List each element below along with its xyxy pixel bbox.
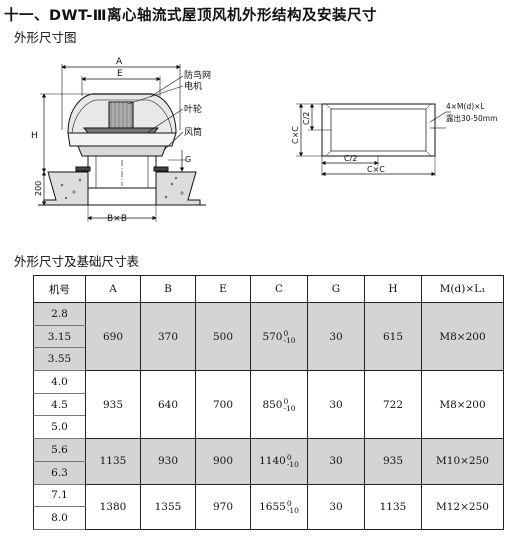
c-tolerance: 0-10 (286, 498, 299, 515)
section-outline-heading: 外形尺寸图 (14, 30, 77, 45)
cell-h: 722 (364, 370, 422, 440)
label-duct: 风筒 (184, 126, 202, 138)
dim-c2-vertical-label: C/2 (302, 112, 311, 125)
tol-lower: -10 (286, 505, 299, 515)
cell-h: 1135 (364, 483, 422, 530)
table-row: 4.5 (33, 392, 504, 417)
dim-c2-horizontal-label: C/2 (344, 154, 357, 163)
table-header-row: 机号 A B E C G H M(d)×L₁ (33, 275, 504, 303)
cell-g: 30 (307, 483, 365, 530)
section-table-heading: 外形尺寸及基础尺寸表 (14, 254, 140, 269)
model-cell: 6.3 (33, 460, 86, 485)
cell-b: 370 (140, 301, 196, 372)
model-cell: 4.0 (33, 370, 86, 394)
cell-b: 1355 (140, 483, 196, 530)
table-row: 6.3 (33, 460, 504, 485)
dimension-table: 机号 A B E C G H M(d)×L₁ 2.8 690 370 500 5… (33, 275, 504, 530)
dim-e-label: E (117, 69, 123, 79)
cell-h: 935 (364, 438, 422, 485)
tol-lower: -10 (283, 335, 296, 345)
cell-ml: M10×250 (421, 438, 504, 485)
header-model: 机号 (33, 275, 86, 303)
dim-g-label: G (185, 155, 191, 164)
model-cell: 5.0 (33, 415, 86, 440)
tol-upper: 0 (286, 498, 292, 508)
dim-cxc-vertical-label: C×C (291, 126, 300, 144)
model-cell: 3.55 (33, 347, 86, 372)
dim-h-label: H (31, 131, 38, 141)
c-value: 1655 (259, 500, 286, 513)
tol-lower: -10 (286, 460, 299, 470)
page-title: 十一、DWT-Ⅲ离心轴流式屋顶风机外形结构及安装尺寸 (4, 8, 378, 24)
cell-b: 930 (140, 438, 196, 485)
dim-cxc-horizontal-label: C×C (367, 165, 385, 174)
label-bird-mesh: 防鸟网 (184, 69, 211, 81)
cell-b: 640 (140, 370, 196, 440)
c-tolerance: 0-10 (283, 328, 296, 345)
tol-upper: 0 (286, 453, 292, 463)
dim-200-label: 200 (34, 181, 43, 196)
cell-g: 30 (307, 301, 365, 372)
header-e: E (195, 275, 251, 303)
header-h: H (364, 275, 422, 303)
model-cell: 4.5 (33, 392, 86, 417)
header-g: G (307, 275, 365, 303)
c-value: 850 (262, 398, 283, 411)
tol-upper: 0 (283, 328, 289, 338)
c-tolerance: 0-10 (286, 453, 299, 470)
label-impeller: 叶轮 (184, 103, 202, 115)
cell-h: 615 (364, 301, 422, 372)
tol-lower: -10 (283, 403, 296, 413)
cell-ml: M12×250 (421, 483, 504, 530)
cell-a: 1380 (85, 483, 141, 530)
dim-a-label: A (116, 57, 123, 67)
bolt-note-line1: 4×M(d)×L (446, 102, 485, 111)
cell-a: 690 (85, 301, 141, 372)
header-c: C (250, 275, 308, 303)
table-row: 3.15 (33, 324, 504, 349)
cell-e: 970 (195, 483, 251, 530)
cell-ml: M8×200 (421, 370, 504, 440)
cell-e: 900 (195, 438, 251, 485)
c-value: 1140 (259, 455, 286, 468)
table-row: 5.0 (33, 415, 504, 440)
header-a: A (85, 275, 141, 303)
cell-a: 935 (85, 370, 141, 440)
tol-upper: 0 (283, 396, 289, 406)
cell-e: 700 (195, 370, 251, 440)
model-cell: 3.15 (33, 324, 86, 349)
c-tolerance: 0-10 (283, 396, 296, 413)
header-b: B (140, 275, 196, 303)
cell-g: 30 (307, 370, 365, 440)
model-cell: 8.0 (33, 506, 86, 530)
outline-drawing: A E H 200 G B×B 防鸟网 电机 叶轮 风筒 C×C C/2 C/2… (31, 57, 497, 224)
model-cell: 5.6 (33, 438, 86, 462)
fan-elevation-view (38, 64, 206, 222)
cell-e: 500 (195, 301, 251, 372)
bolt-note-line2: 露出30-50mm (446, 113, 497, 123)
cell-a: 1135 (85, 438, 141, 485)
table-row: 3.55 (33, 347, 504, 372)
model-cell: 7.1 (33, 483, 86, 508)
c-value: 570 (262, 330, 283, 343)
model-cell: 2.8 (33, 302, 86, 326)
cell-ml: M8×200 (421, 301, 504, 372)
label-motor: 电机 (184, 80, 202, 92)
cell-g: 30 (307, 438, 365, 485)
foundation-plan-view (296, 103, 451, 177)
header-ml: M(d)×L₁ (421, 275, 504, 303)
dim-bxb-label: B×B (107, 214, 127, 224)
table-row: 8.0 (33, 506, 504, 530)
